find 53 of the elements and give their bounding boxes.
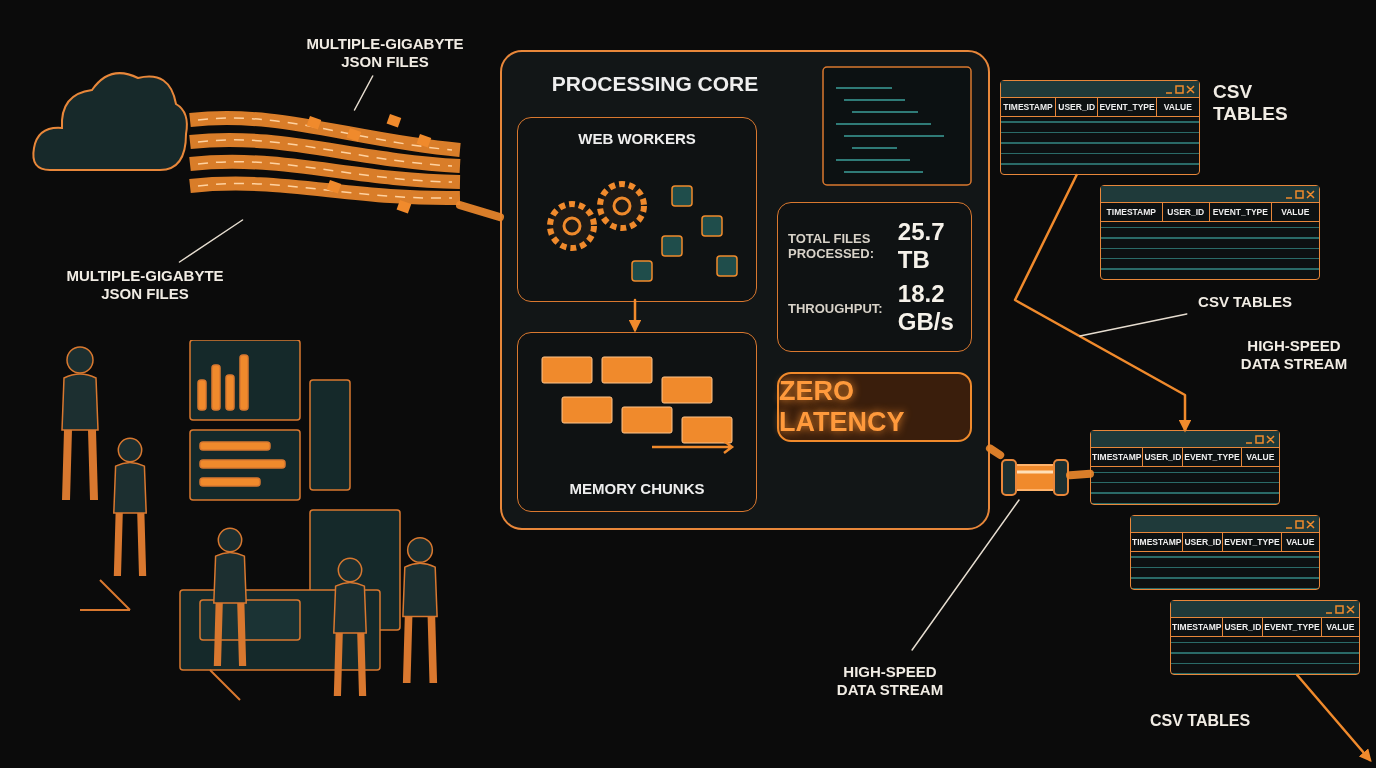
column-header: VALUE [1245, 451, 1276, 464]
panel-title: MEMORY CHUNKS [568, 480, 706, 497]
data-pipe [456, 201, 504, 222]
column-header: VALUE [1325, 621, 1356, 634]
column-header: VALUE [1162, 101, 1193, 114]
panel-title: WEB WORKERS [577, 130, 697, 147]
column-header: TIMESTAMP [1101, 203, 1163, 221]
web-workers-panel [517, 117, 757, 302]
processing-core-panel [500, 50, 990, 530]
stats-panel [777, 202, 972, 352]
column-header: USER_ID [1183, 533, 1224, 551]
table-caption: CSV TABLES [1213, 81, 1289, 125]
column-header: USER_ID [1162, 203, 1210, 221]
data-pipe [1066, 469, 1094, 480]
callout-label: MULTIPLE-GIGABYTE JSON FILES [300, 30, 470, 76]
memory-tray [517, 332, 757, 512]
status-text: ZERO LATENCY [779, 376, 906, 438]
table-window [1130, 515, 1320, 590]
column-header: USER_ID [1223, 618, 1264, 636]
table-window [1090, 430, 1280, 505]
table-window [1170, 600, 1360, 675]
column-header: VALUE [1285, 536, 1316, 549]
status-banner [777, 372, 972, 442]
column-header: EVENT_TYPE [1098, 98, 1157, 116]
stat-value: 18.2 GB/s [897, 280, 955, 336]
table-window [1100, 185, 1320, 280]
caption-label: CSV TABLES [1150, 712, 1251, 730]
data-pipe [986, 444, 1005, 459]
stat-label: THROUGHPUT: [788, 300, 884, 316]
column-header: USER_ID [1056, 98, 1099, 116]
callout-label: MULTIPLE-GIGABYTE JSON FILES [55, 262, 235, 308]
column-header: EVENT_TYPE [1223, 533, 1282, 551]
leader-line [353, 75, 374, 111]
stat-label: TOTAL FILES PROCESSED: [788, 231, 875, 261]
arrow [628, 298, 642, 333]
panel-title: PROCESSING CORE [550, 72, 760, 96]
column-header: USER_ID [1143, 448, 1184, 466]
arrow [1295, 673, 1372, 762]
stat-value: 25.7 TB [897, 218, 946, 274]
leader-line [1079, 313, 1188, 337]
column-header: VALUE [1280, 206, 1311, 219]
column-header: EVENT_TYPE [1210, 203, 1272, 221]
callout-label: HIGH-SPEED DATA STREAM [835, 650, 945, 712]
column-header: TIMESTAMP [1001, 98, 1057, 116]
arrow [1013, 173, 1192, 433]
column-header: EVENT_TYPE [1263, 618, 1322, 636]
column-header: TIMESTAMP [1171, 618, 1224, 636]
column-header: TIMESTAMP [1091, 448, 1144, 466]
leader-line [178, 219, 244, 263]
leader-line [911, 499, 1020, 651]
column-header: EVENT_TYPE [1183, 448, 1242, 466]
column-header: TIMESTAMP [1131, 533, 1184, 551]
callout-label: CSV TABLES [1180, 290, 1310, 314]
